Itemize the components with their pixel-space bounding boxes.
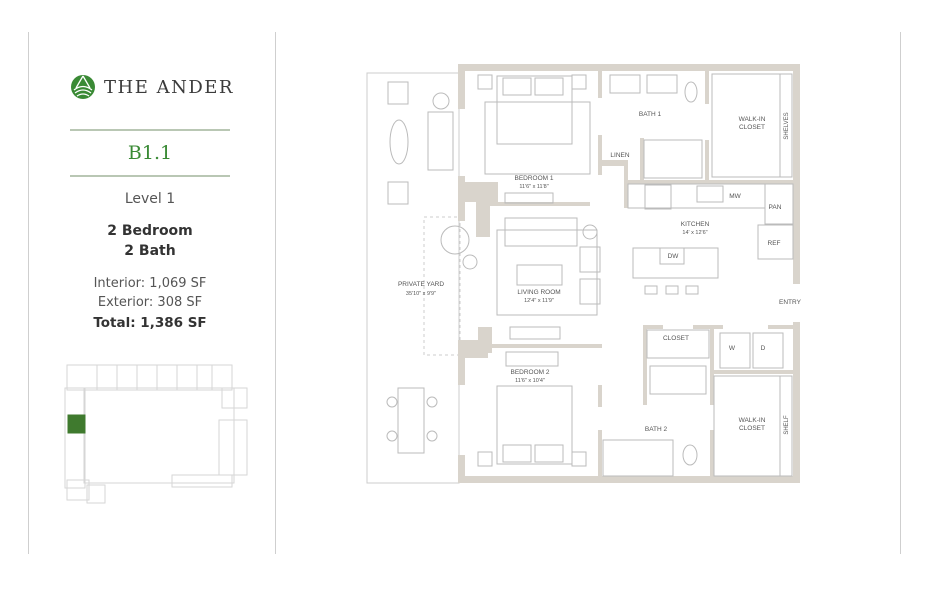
unit-baths: 2 Bath bbox=[124, 243, 176, 259]
walkin1-shelves: SHELVES bbox=[784, 112, 790, 139]
washer-label: W bbox=[729, 345, 736, 352]
unit-exterior-sf: Exterior: 308 SF bbox=[97, 295, 203, 310]
walls bbox=[458, 64, 800, 483]
unit-bedrooms: 2 Bedroom bbox=[107, 223, 193, 239]
right-border bbox=[900, 32, 901, 554]
kitchen-dims: 14' x 12'6" bbox=[682, 230, 707, 236]
brand-logo: THE ANDER bbox=[70, 74, 234, 100]
walkin1-label-1: WALK-IN bbox=[739, 116, 766, 123]
bedroom1-label: BEDROOM 1 bbox=[514, 175, 553, 182]
divider-top bbox=[70, 129, 230, 131]
unit-total-sf: Total: 1,386 SF bbox=[93, 315, 207, 331]
private-yard-label: PRIVATE YARD bbox=[398, 281, 444, 288]
bedroom2-label: BEDROOM 2 bbox=[510, 369, 549, 376]
furniture bbox=[386, 73, 794, 477]
left-border bbox=[28, 32, 29, 554]
pantry-label: PAN bbox=[769, 204, 782, 211]
brand-name: THE ANDER bbox=[104, 76, 234, 98]
living-room-dims: 12'4" x 11'9" bbox=[524, 298, 554, 304]
dryer-label: D bbox=[761, 345, 766, 352]
bath2-label: BATH 2 bbox=[645, 426, 668, 433]
ref-label: REF bbox=[768, 240, 781, 247]
bedroom2-dims: 11'6" x 10'4" bbox=[515, 378, 545, 384]
linen-label: LINEN bbox=[610, 152, 629, 159]
leaf-globe-logo-icon bbox=[71, 75, 95, 99]
mw-label: MW bbox=[729, 193, 741, 200]
walkin1-label-2: CLOSET bbox=[739, 124, 765, 131]
panel-divider bbox=[275, 32, 276, 554]
walkin2-label-1: WALK-IN bbox=[739, 417, 766, 424]
walkin2-label-2: CLOSET bbox=[739, 425, 765, 432]
entry-label: ENTRY bbox=[779, 299, 802, 306]
walkin2-shelf: SHELF bbox=[784, 415, 790, 435]
divider-bottom bbox=[70, 175, 230, 177]
unit-level: Level 1 bbox=[124, 191, 176, 207]
unit-interior-sf: Interior: 1,069 SF bbox=[93, 276, 207, 291]
bedroom1-dims: 11'6" x 11'8" bbox=[519, 184, 548, 190]
living-room-label: LIVING ROOM bbox=[517, 289, 560, 296]
yard-lounge-outline bbox=[423, 216, 461, 356]
unit-name: B1.1 bbox=[127, 142, 173, 164]
kitchen-label: KITCHEN bbox=[681, 221, 710, 228]
private-yard-outline bbox=[366, 72, 460, 484]
bath1-label: BATH 1 bbox=[639, 111, 662, 118]
private-yard-dims: 35'10" x 9'9" bbox=[406, 291, 436, 297]
unit-highlight bbox=[67, 414, 86, 434]
dw-label: DW bbox=[668, 253, 680, 260]
key-plan bbox=[64, 364, 248, 504]
closet-label: CLOSET bbox=[663, 335, 689, 342]
